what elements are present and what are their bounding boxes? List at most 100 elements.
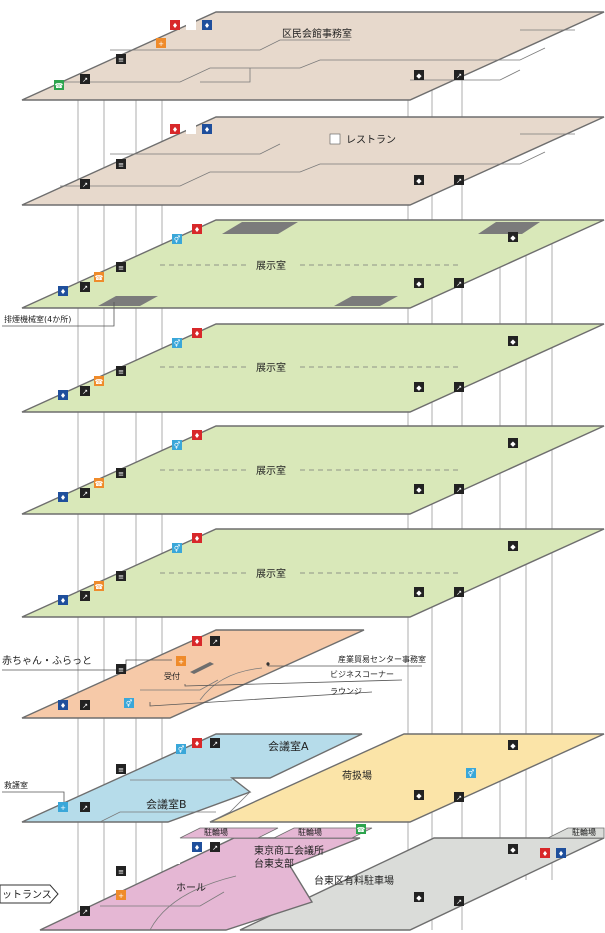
svg-text:⚥: ⚥ — [174, 235, 180, 244]
label-community-office: 区民会館事務室 — [282, 27, 352, 40]
toilet-icon: ♦ — [192, 430, 202, 440]
escalator-icon: ↗ — [210, 842, 220, 852]
label-meeting-b: 会議室B — [146, 797, 187, 811]
svg-text:+: + — [60, 804, 66, 812]
svg-text:≡: ≡ — [118, 573, 124, 581]
escalator-icon: ↗ — [80, 282, 90, 292]
label-exhibition-7: 展示室 — [256, 259, 286, 272]
nursing-icon: ⚥ — [172, 543, 182, 553]
nursing-icon: ⚥ — [172, 338, 182, 348]
svg-text:◆: ◆ — [416, 72, 422, 80]
svg-text:↗: ↗ — [456, 72, 462, 80]
svg-text:◆: ◆ — [510, 440, 516, 448]
stairs-icon: ◆ — [508, 844, 518, 854]
label-entrance: ットランス — [2, 889, 52, 901]
wheelchair-icon: ♿ — [186, 124, 196, 134]
label-restaurant: レストラン — [346, 134, 396, 146]
label-baby: 赤ちゃん・ふらっと — [2, 655, 92, 667]
toilet-icon: ♦ — [556, 848, 566, 858]
svg-text:♦: ♦ — [60, 702, 66, 710]
escalator-icon: ↗ — [80, 906, 90, 916]
elevator-icon: ◆ — [414, 175, 424, 185]
escalator-icon: ↗ — [454, 792, 464, 802]
stairs-icon: ≡ — [116, 571, 126, 581]
svg-text:◆: ◆ — [416, 486, 422, 494]
svg-text:♦: ♦ — [60, 392, 66, 400]
icon-markers: ≡ ↗ ◆ ↗ ≡ ↗ ◆ ↗ ≡ ↗ ◆ ↗ ◆ ♦ ⚥ ☎ ♦ ≡ ↗ ◆ ↗ ◆ ♦ ⚥ ☎ ♦ ≡ ↗ ◆ ↗ ◆ ♦ ⚥ ☎ ♦ ≡ ↗ ◆ ↗ ◆… — [54, 20, 566, 916]
aed-icon: + — [58, 802, 68, 812]
svg-text:◆: ◆ — [510, 846, 516, 854]
svg-text:☎: ☎ — [95, 378, 104, 386]
elevator-icon: ◆ — [414, 892, 424, 902]
nursing-icon: ⚥ — [466, 768, 476, 778]
svg-text:↗: ↗ — [456, 898, 462, 906]
svg-text:♦: ♦ — [194, 844, 200, 852]
floor-3: 受付 産業貿易センター事務室 ビジネスコーナー ラウンジ 赤ちゃん・ふらっと — [2, 629, 426, 719]
svg-text:↗: ↗ — [456, 177, 462, 185]
escalator-icon: ↗ — [80, 488, 90, 498]
escalator-icon: ↗ — [80, 386, 90, 396]
svg-text:↗: ↗ — [212, 844, 218, 852]
toilet-icon: ♦ — [202, 124, 212, 134]
svg-text:◆: ◆ — [416, 589, 422, 597]
svg-text:↗: ↗ — [82, 702, 88, 710]
svg-text:⚥: ⚥ — [174, 339, 180, 348]
svg-text:☎: ☎ — [95, 583, 104, 591]
nursing-icon: ⚥ — [172, 440, 182, 450]
label-exhibition-4: 展示室 — [256, 567, 286, 580]
stairs-icon: ≡ — [116, 262, 126, 272]
svg-text:+: + — [158, 40, 164, 48]
stairs-icon: ≡ — [116, 159, 126, 169]
svg-text:↗: ↗ — [82, 804, 88, 812]
svg-text:♦: ♦ — [558, 850, 564, 858]
toilet-icon: ♦ — [58, 286, 68, 296]
toilet-icon: ♦ — [170, 20, 180, 30]
stairs-icon: ◆ — [508, 232, 518, 242]
toilet-icon: ♦ — [58, 700, 68, 710]
label-meeting-a: 会議室A — [268, 739, 309, 753]
escalator-icon: ↗ — [454, 382, 464, 392]
svg-text:↗: ↗ — [82, 490, 88, 498]
escalator-icon: ↗ — [454, 70, 464, 80]
svg-text:↗: ↗ — [456, 486, 462, 494]
stairs-icon: ◆ — [508, 438, 518, 448]
elevator-icon: ◆ — [414, 278, 424, 288]
escalator-icon: ↗ — [80, 74, 90, 84]
wheelchair-icon: ♿ — [186, 20, 196, 30]
svg-text:↗: ↗ — [212, 740, 218, 748]
svg-text:≡: ≡ — [118, 264, 124, 272]
svg-text:⚥: ⚥ — [174, 441, 180, 450]
wheelchair-icon: ♿ — [170, 854, 180, 864]
entrance-sign: ットランス — [0, 884, 59, 904]
svg-text:☎: ☎ — [95, 274, 104, 282]
label-lounge: ラウンジ — [330, 687, 362, 696]
label-first-aid: 救護室 — [4, 780, 28, 790]
stairs-icon: ≡ — [116, 468, 126, 478]
svg-text:♿: ♿ — [188, 22, 194, 30]
stairs-icon: ◆ — [508, 336, 518, 346]
escalator-icon: ↗ — [80, 591, 90, 601]
svg-text:⚥: ⚥ — [174, 544, 180, 553]
stairs-icon: ≡ — [116, 764, 126, 774]
escalator-icon: ↗ — [80, 179, 90, 189]
svg-text:≡: ≡ — [118, 868, 124, 876]
floor-1: 駐輪場 駐輪場 駐輪場 東京商工会議所 台東支部 ホール 台東区有料駐車場 — [39, 827, 605, 931]
toilet-icon: ♦ — [58, 492, 68, 502]
phone-icon: ☎ — [94, 581, 104, 591]
stairs-icon: ≡ — [116, 866, 126, 876]
svg-text:♦: ♦ — [172, 22, 178, 30]
svg-text:♦: ♦ — [194, 432, 200, 440]
svg-text:♦: ♦ — [194, 226, 200, 234]
escalator-icon: ↗ — [210, 738, 220, 748]
label-smoke-room: 排煙機械室(4か所) — [4, 314, 71, 324]
floor-9: 区民会館事務室 — [21, 11, 605, 101]
floor-8: レストラン — [21, 116, 605, 206]
svg-text:↗: ↗ — [456, 794, 462, 802]
svg-text:♦: ♦ — [172, 126, 178, 134]
nursing-icon: ⚥ — [176, 744, 186, 754]
svg-text:◆: ◆ — [416, 384, 422, 392]
toilet-icon: ♦ — [58, 390, 68, 400]
escalator-icon: ↗ — [80, 700, 90, 710]
escalator-icon: ↗ — [454, 278, 464, 288]
svg-text:◆: ◆ — [416, 280, 422, 288]
